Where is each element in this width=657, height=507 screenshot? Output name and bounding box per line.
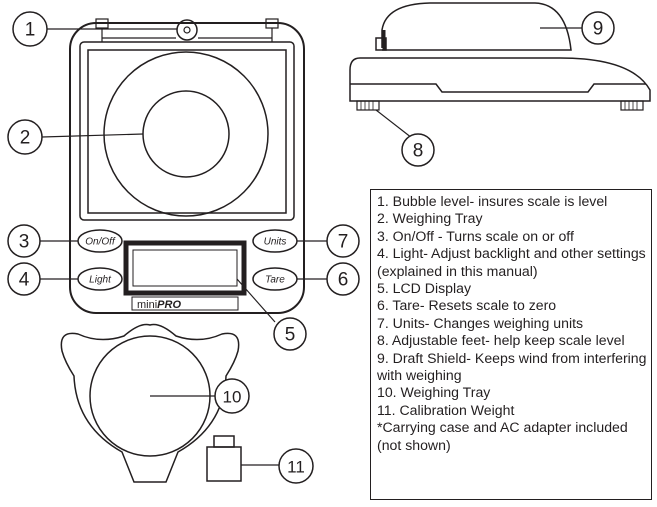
brand-label: miniPRO: [137, 299, 181, 311]
side-base: [349, 57, 651, 102]
callout-3-label: 3: [19, 232, 30, 253]
side-base-lower-edge: [350, 83, 646, 93]
bubble-level: [176, 19, 198, 41]
weighing-tray: [142, 90, 230, 178]
calibration-weight: [206, 446, 242, 482]
brand-plate: [131, 296, 239, 311]
legend-item: 4. Light- Adjust backlight and other set…: [377, 245, 646, 279]
callout-5: [273, 317, 307, 351]
callout-2-label: 2: [20, 128, 31, 149]
callout-10: [214, 378, 250, 414]
legend-item: 6. Tare- Resets scale to zero: [377, 297, 557, 314]
callout-8: [401, 133, 435, 167]
legend-item: 9. Draft Shield- Keeps wind from interfe…: [377, 349, 647, 384]
legend-item: 7. Units- Changes weighing units: [377, 314, 584, 331]
scale-side-view: [349, 2, 651, 111]
callout-9: [581, 11, 615, 45]
scale-body: [69, 22, 305, 314]
callout-9-label: 9: [593, 19, 604, 40]
legend-item: 5. LCD Display: [377, 280, 471, 297]
callout-6-label: 6: [338, 270, 349, 291]
adjustable-foot-right: [620, 100, 644, 111]
legend-item: 3. On/Off - Turns scale on or off: [377, 227, 574, 244]
legend-item: 10. Weighing Tray: [377, 384, 491, 401]
callout-circles: [7, 11, 615, 484]
lcd-display-frame: [123, 240, 247, 296]
leader-lines: [40, 27, 582, 466]
legend-item: 11. Calibration Weight: [377, 401, 515, 418]
weighing-platform: [87, 49, 287, 214]
callout-4: [7, 262, 41, 296]
callout-2: [7, 119, 43, 155]
legend-item: *Carrying case and AC adapter included (…: [377, 419, 628, 453]
legend-item: 8. Adjustable feet- help keep scale leve…: [377, 332, 625, 349]
tare-button-label[interactable]: Tare: [265, 275, 285, 286]
brand-prefix: mini: [137, 299, 157, 311]
draft-shield-tray: [60, 323, 240, 483]
draft-shield-side: [381, 2, 572, 51]
legend-item: 1. Bubble level- insures scale is level: [377, 193, 608, 209]
light-button-label[interactable]: Light: [89, 275, 112, 286]
tray-outer-ring: [103, 51, 269, 217]
callout-4-label: 4: [19, 270, 30, 291]
draft-shield-tray-view: [60, 323, 240, 483]
hinge-side: [375, 37, 387, 51]
callout-3: [7, 224, 41, 258]
units-button-label[interactable]: Units: [264, 237, 287, 248]
callout-10-label: 10: [223, 388, 242, 407]
on-off-button-label[interactable]: On/Off: [85, 237, 116, 248]
callout-11-label: 11: [287, 458, 305, 477]
draft-shield-lid: [79, 41, 295, 221]
brand-suffix: PRO: [157, 299, 181, 311]
callout-1: [12, 11, 48, 47]
calibration-weight-view: [206, 435, 242, 482]
callout-6: [326, 262, 360, 296]
calibration-weight-handle: [213, 435, 235, 448]
callout-7-label: 7: [338, 232, 349, 253]
callout-8-label: 8: [413, 141, 424, 162]
callout-11: [278, 448, 314, 484]
adjustable-foot-left: [356, 100, 380, 111]
lcd-display: [132, 249, 238, 287]
callout-5-label: 5: [285, 325, 296, 346]
callout-1-label: 1: [25, 20, 36, 41]
scale-top-view: [69, 18, 305, 314]
legend-item: 2. Weighing Tray: [377, 210, 483, 227]
callout-7: [326, 224, 360, 258]
bubble-level-dot: [183, 26, 191, 34]
